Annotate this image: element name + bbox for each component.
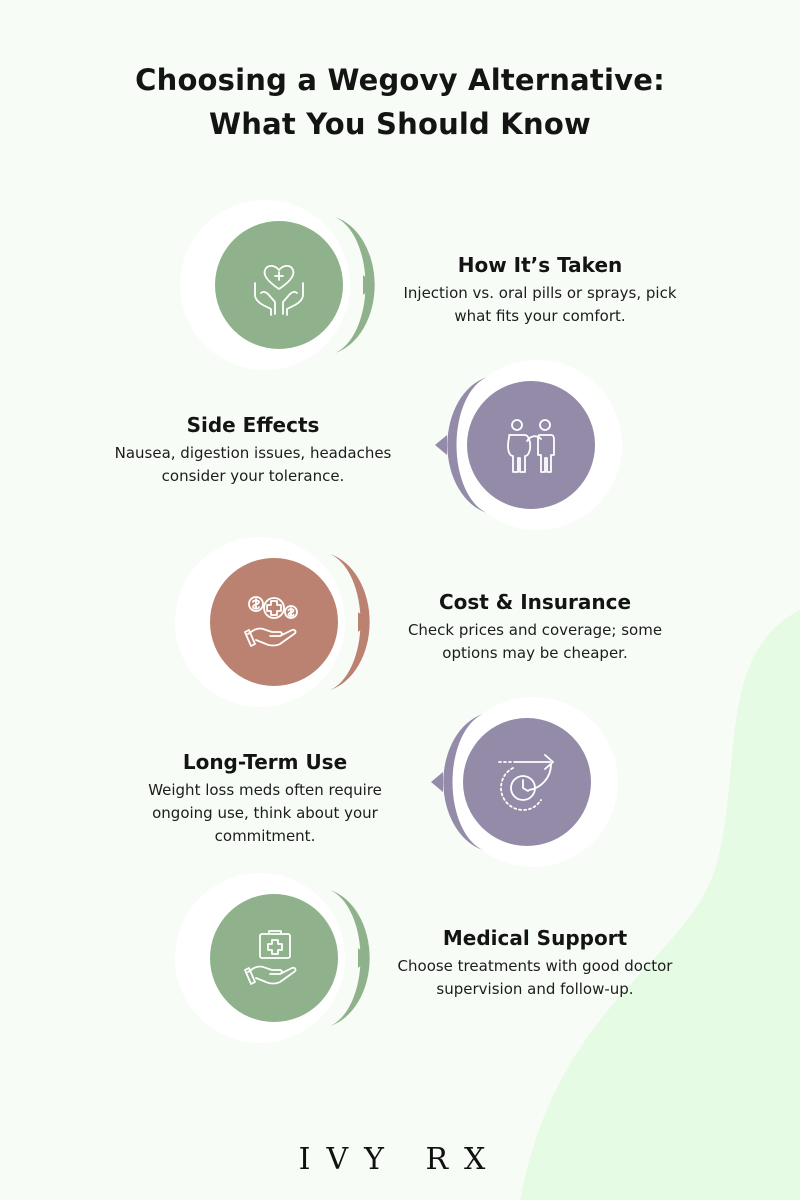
title-line-2: What You Should Know	[209, 107, 591, 141]
step-body: Injection vs. oral pills or sprays, pick…	[403, 284, 677, 325]
title-line-1: Choosing a Wegovy Alternative:	[135, 63, 665, 97]
money-hand-icon	[244, 596, 298, 647]
step-text: How It’s Taken Injection vs. oral pills …	[390, 252, 690, 328]
step-pointer	[330, 890, 370, 1026]
step-text: Side Effects Nausea, digestion issues, h…	[103, 412, 403, 488]
step-how-its-taken: How It’s Taken Injection vs. oral pills …	[0, 195, 800, 375]
step-medical-support: Medical Support Choose treatments with g…	[0, 868, 800, 1048]
step-disk	[210, 894, 338, 1022]
step-cost-insurance: Cost & Insurance Check prices and covera…	[0, 532, 800, 712]
step-body: Check prices and coverage; some options …	[407, 621, 663, 662]
step-pointer	[330, 554, 370, 690]
step-heading: Medical Support	[442, 926, 628, 950]
people-icon	[507, 419, 555, 473]
step-body: Choose treatments with good doctor super…	[397, 957, 673, 998]
step-heading: Long-Term Use	[182, 750, 348, 774]
step-heading: Side Effects	[186, 413, 320, 437]
step-text: Medical Support Choose treatments with g…	[385, 925, 685, 1001]
step-pointer	[335, 217, 375, 353]
step-text: Cost & Insurance Check prices and covera…	[385, 589, 685, 665]
step-disk	[463, 718, 591, 846]
step-pointer	[435, 377, 487, 513]
step-text: Long-Term Use Weight loss meds often req…	[115, 749, 415, 848]
step-body: Weight loss meds often require ongoing u…	[148, 781, 382, 845]
step-heading: How It’s Taken	[457, 253, 623, 277]
step-long-term-use: Long-Term Use Weight loss meds often req…	[0, 692, 800, 872]
medkit-hand-icon	[244, 930, 297, 985]
step-disk	[215, 221, 343, 349]
step-side-effects: Side Effects Nausea, digestion issues, h…	[0, 355, 800, 535]
brand-logo: IVY RX	[298, 1142, 502, 1177]
clock-arrow-icon	[498, 754, 554, 811]
step-heading: Cost & Insurance	[438, 590, 632, 614]
heart-hands-icon	[254, 264, 304, 316]
step-disk	[467, 381, 595, 509]
page-title: Choosing a Wegovy Alternative: What You …	[0, 58, 800, 146]
step-pointer	[431, 714, 483, 850]
step-disk	[210, 558, 338, 686]
step-body: Nausea, digestion issues, headaches cons…	[114, 444, 392, 485]
